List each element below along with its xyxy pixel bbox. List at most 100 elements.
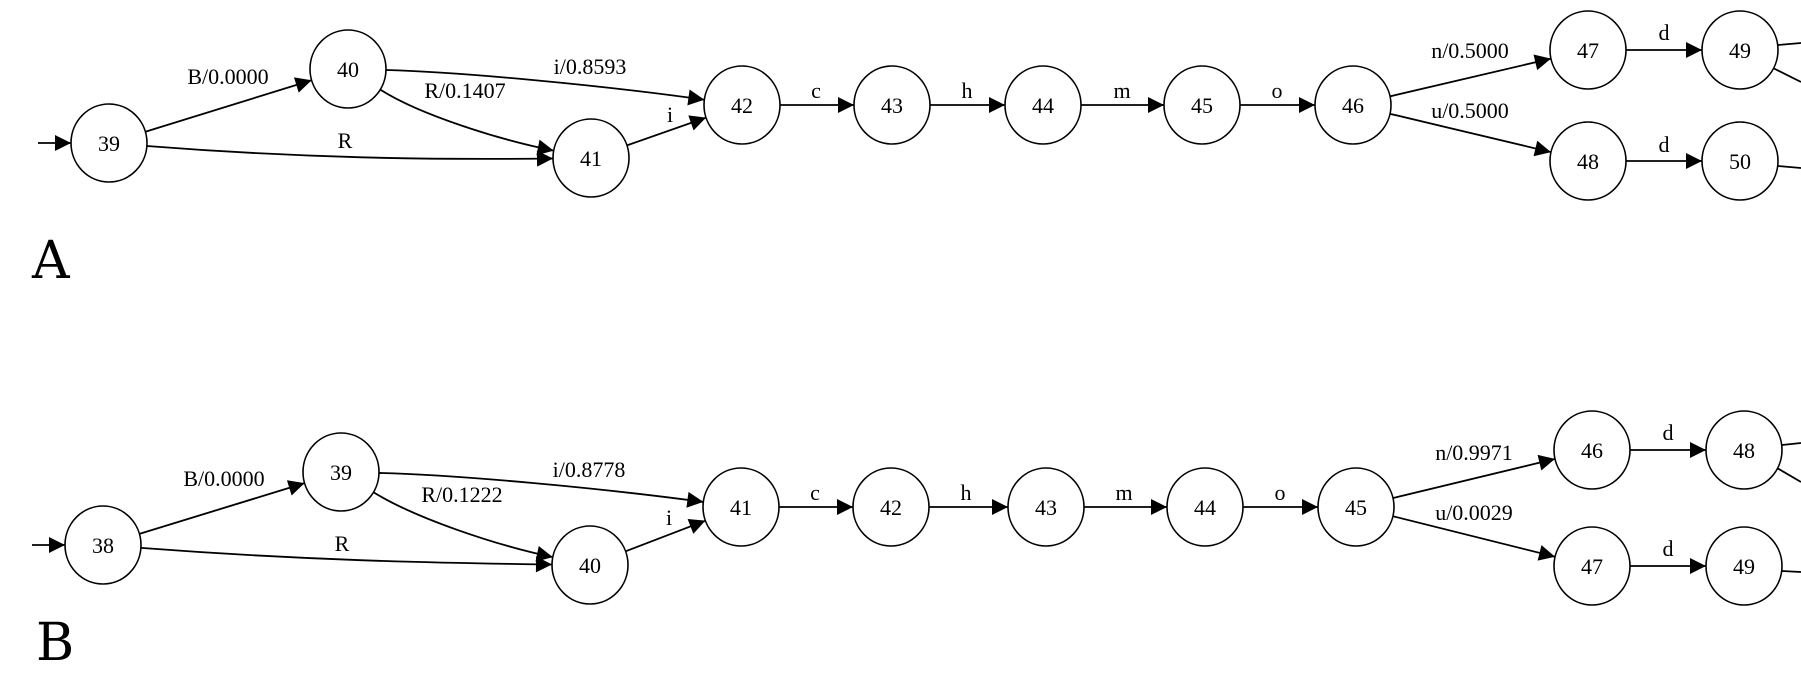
state-node-42: 42 [852, 467, 930, 547]
edge-38-39: B/0.0000 [139, 466, 305, 535]
state-label: 47 [1577, 38, 1599, 63]
edge-44-45: m [1081, 78, 1164, 113]
edge-label: m [1113, 78, 1130, 103]
state-circle [702, 467, 780, 547]
edge-line [1389, 54, 1552, 98]
edge-47-49: d [1626, 20, 1702, 58]
state-node-39: 39 [70, 103, 148, 183]
state-label: 46 [1581, 438, 1603, 463]
edge-label: B/0.0000 [187, 64, 268, 89]
edge-line [1392, 454, 1556, 499]
edge-label: B/0.0000 [183, 466, 264, 491]
state-label: 43 [1035, 495, 1057, 520]
edge-line [378, 472, 704, 508]
state-node-45: 45 [1317, 467, 1395, 547]
state-label: 40 [337, 57, 359, 82]
edge-line [145, 77, 312, 133]
edge-46-48: u/0.5000 [1389, 98, 1552, 157]
edge-line [625, 518, 706, 553]
state-circle [1314, 65, 1392, 145]
edge-39-40: R/0.1222 [373, 482, 553, 562]
state-label: 39 [330, 460, 352, 485]
edge-label: m [1115, 480, 1132, 505]
state-node-40: 40 [309, 29, 387, 109]
edge-40-41: i [625, 505, 706, 553]
state-node-39: 39 [302, 432, 380, 512]
edge-41-42: c [779, 480, 853, 515]
edge-label: u/0.5000 [1431, 98, 1509, 123]
state-label: 44 [1032, 93, 1054, 118]
panel-label: B [36, 613, 74, 673]
state-node-44: 44 [1004, 65, 1082, 145]
edge-45-46: n/0.9971 [1392, 440, 1556, 499]
state-label: 42 [731, 93, 753, 118]
state-node-47: 47 [1553, 526, 1631, 606]
state-node-48: 48 [1705, 410, 1783, 490]
state-label: 39 [98, 131, 120, 156]
edge-label: R/0.1222 [421, 482, 502, 507]
edge-43-44: h [930, 78, 1005, 113]
edge-45-46: o [1240, 78, 1315, 113]
state-label: 50 [1729, 149, 1751, 174]
edge-offscreen [1781, 442, 1801, 446]
edge-line [139, 480, 305, 535]
state-label: 41 [730, 495, 752, 520]
state-node-43: 43 [853, 65, 931, 145]
state-node-41: 41 [552, 118, 630, 198]
edge-label: h [961, 480, 972, 505]
edge-offscreen [1777, 165, 1801, 169]
panel-label: A [31, 231, 71, 291]
edge-label: u/0.0029 [1435, 500, 1513, 525]
state-node-48: 48 [1549, 121, 1627, 201]
edge-label: c [811, 78, 821, 103]
edge-label: d [1659, 132, 1670, 157]
edge-label: d [1663, 536, 1674, 561]
state-node-49: 49 [1705, 526, 1783, 606]
state-circle [852, 467, 930, 547]
state-label: 46 [1342, 93, 1364, 118]
edge-label: R/0.1407 [424, 78, 505, 103]
edge-label: n/0.5000 [1431, 38, 1509, 63]
state-label: 47 [1581, 554, 1603, 579]
edge-46-47: n/0.5000 [1389, 38, 1552, 98]
state-node-47: 47 [1549, 10, 1627, 90]
edge-label: o [1272, 78, 1283, 103]
state-label: 41 [580, 146, 602, 171]
state-label: 38 [92, 533, 114, 558]
edge-line [140, 546, 553, 573]
edge-line [373, 491, 553, 562]
state-node-50: 50 [1701, 121, 1779, 201]
edge-label: c [810, 480, 820, 505]
state-circle [1166, 467, 1244, 547]
edge-label: i/0.8778 [553, 457, 626, 482]
edge-41-42: i [626, 102, 707, 147]
edge-offscreen [1776, 467, 1801, 483]
state-label: 48 [1577, 149, 1599, 174]
state-node-44: 44 [1166, 467, 1244, 547]
state-label: 40 [579, 553, 601, 578]
edge-46-48: d [1630, 420, 1706, 458]
state-circle [1705, 410, 1783, 490]
edge-45-47: u/0.0029 [1392, 500, 1556, 561]
edge-47-49: d [1630, 536, 1706, 574]
edge-40-42: i/0.8593 [385, 54, 705, 106]
state-circle [1553, 410, 1631, 490]
state-circle [1317, 467, 1395, 547]
edge-label: i/0.8593 [554, 54, 627, 79]
state-label: 49 [1733, 554, 1755, 579]
state-label: 43 [881, 93, 903, 118]
state-label: 45 [1345, 495, 1367, 520]
edge-offscreen [1772, 67, 1801, 83]
state-label: 42 [880, 495, 902, 520]
state-circle [1701, 121, 1779, 201]
edge-label: d [1663, 420, 1674, 445]
edge-label: i [667, 102, 673, 127]
state-node-40: 40 [551, 525, 629, 605]
edge-label: i [666, 505, 672, 530]
state-circle [1163, 65, 1241, 145]
edge-43-44: m [1084, 480, 1167, 515]
state-circle [1549, 10, 1627, 90]
state-label: 44 [1194, 495, 1216, 520]
